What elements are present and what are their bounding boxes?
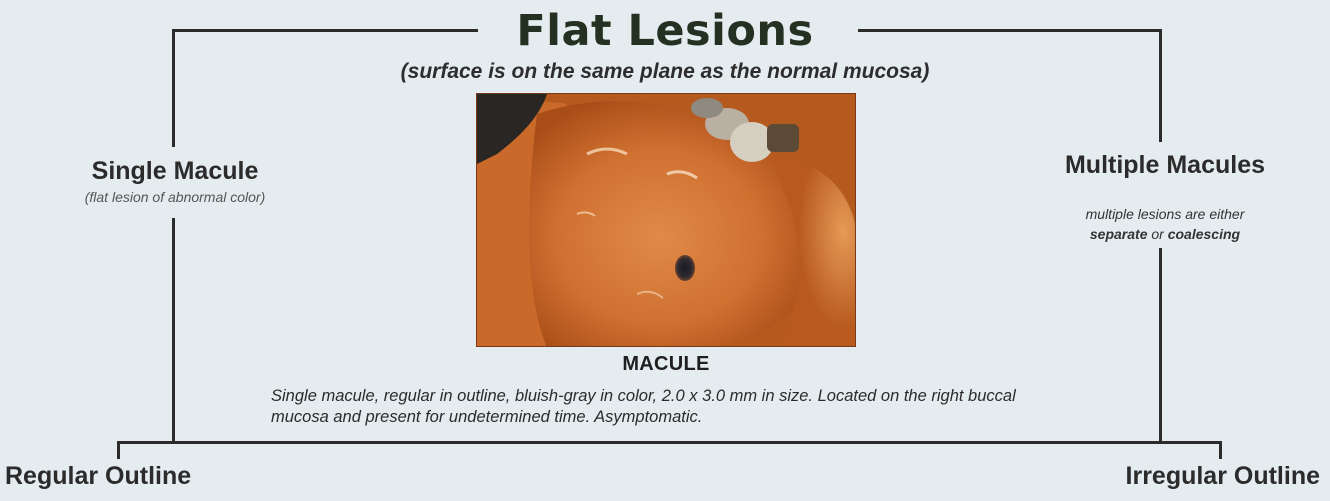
separate-term: separate: [1090, 226, 1148, 242]
multiple-macules-heading: Multiple Macules: [1030, 151, 1300, 180]
single-macule-definition: (flat lesion of abnormal color): [40, 189, 310, 205]
macule-photo-illustration: [477, 94, 856, 347]
multiple-macules-note-line: multiple lesions are either: [1086, 206, 1245, 222]
or-connector: or: [1147, 226, 1167, 242]
left-lower-vertical: [172, 218, 175, 444]
photo-label: MACULE: [476, 353, 856, 376]
single-macule-heading: Single Macule: [50, 157, 300, 186]
bottom-left-tick: [117, 441, 120, 459]
page-title: Flat Lesions: [0, 5, 1330, 57]
right-lower-vertical: [1159, 248, 1162, 444]
multiple-macules-note: multiple lesions are either separate or …: [1035, 204, 1295, 244]
regular-outline-label: Regular Outline: [5, 462, 191, 491]
irregular-outline-label: Irregular Outline: [1126, 462, 1320, 491]
bottom-horizontal-connector: [117, 441, 1222, 444]
bottom-right-tick: [1219, 441, 1222, 459]
tooth-3: [767, 124, 799, 152]
page-subtitle: (surface is on the same plane as the nor…: [0, 60, 1330, 84]
macule-clinical-photo: [476, 93, 856, 347]
macule-spot: [675, 255, 695, 281]
tooth-4: [691, 98, 723, 118]
photo-description: Single macule, regular in outline, bluis…: [271, 386, 1071, 428]
coalescing-term: coalescing: [1168, 226, 1240, 242]
